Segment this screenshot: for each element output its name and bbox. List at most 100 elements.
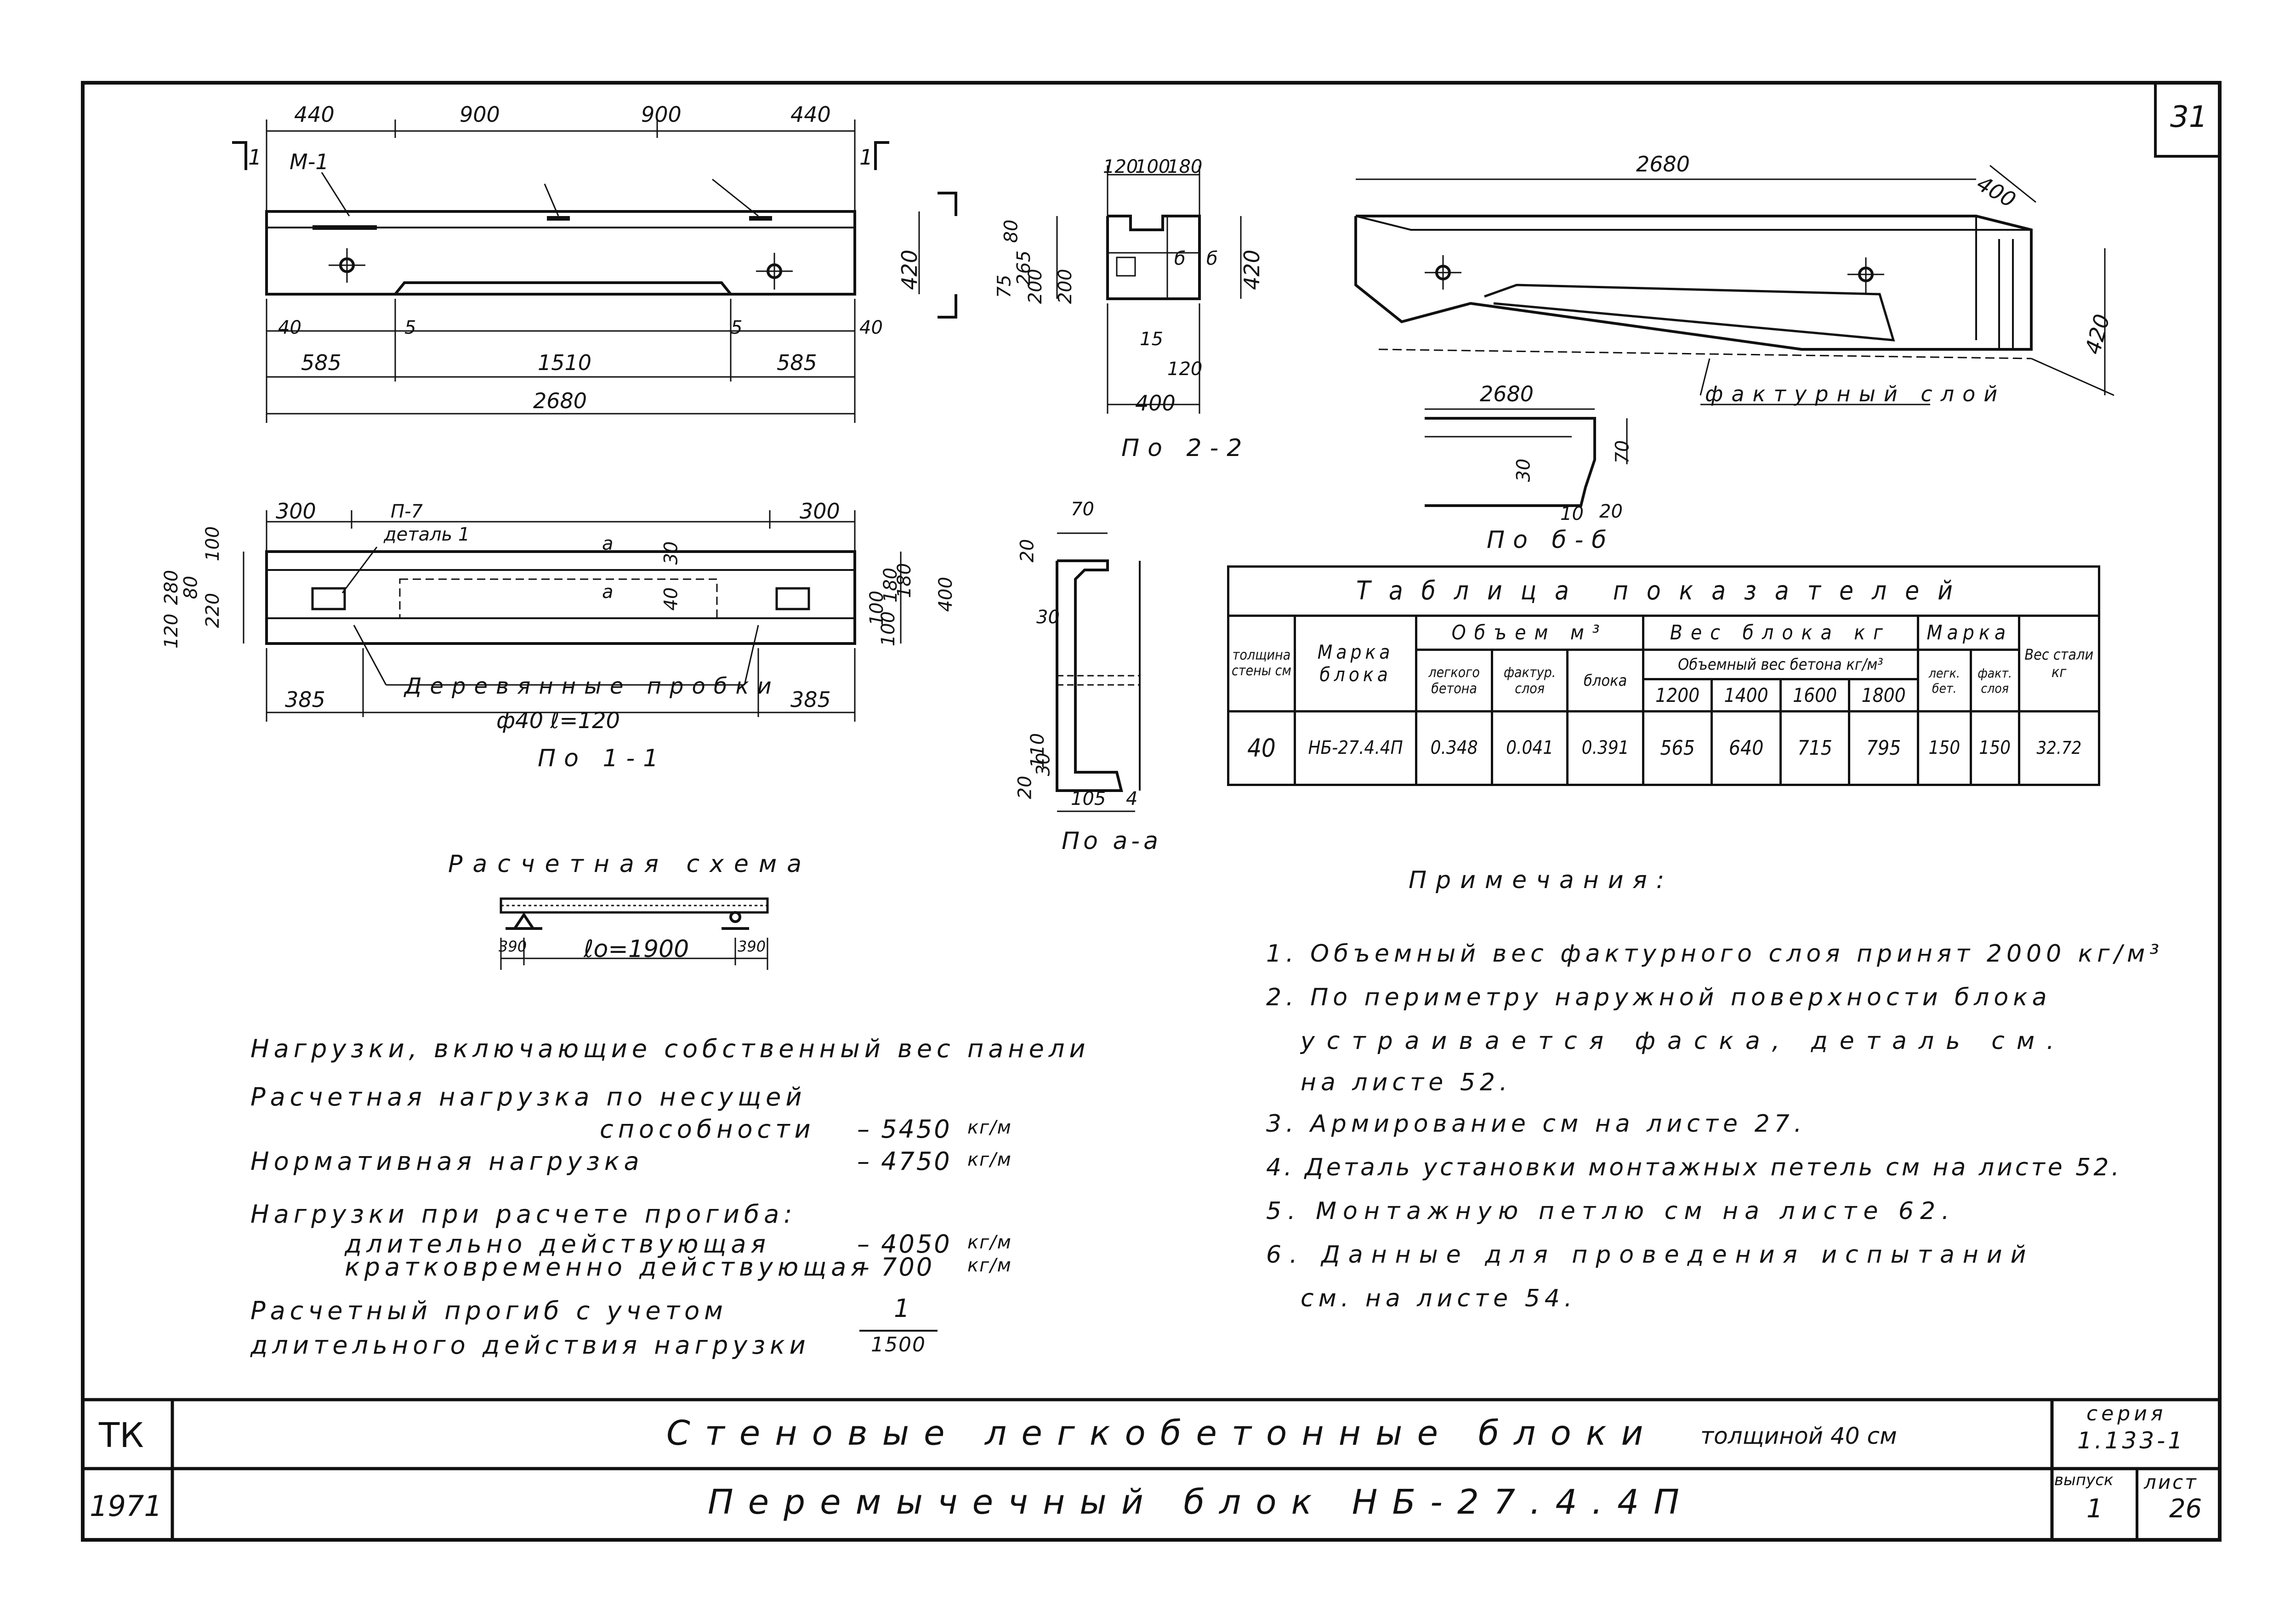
table-density-1400: 1400 — [1711, 678, 1782, 712]
table-col-weight: Вес блока кг — [1642, 614, 1919, 651]
loads-unit1: кг/м — [967, 1117, 1012, 1138]
table-cell-w1800: 795 — [1848, 710, 1919, 786]
calc-scheme-title: Расчетная схема — [448, 850, 812, 878]
title-sheet: 26 — [2169, 1494, 2202, 1524]
s11-dim-left-1: 100 — [202, 526, 224, 562]
notes-title: Примечания: — [1409, 866, 1674, 894]
s11-mark-30: 30 — [660, 541, 682, 565]
s22-dim-bottom-3: 400 — [1135, 391, 1176, 416]
s11-dim-top-2: 300 — [800, 499, 840, 524]
s11-dim-left-2: 280 — [161, 570, 182, 605]
table-cell-wall: 40 — [1227, 710, 1296, 786]
s11-dim-left-3: 80 — [180, 575, 202, 599]
calc-support-left: 390 — [499, 938, 527, 955]
note-1: 1. Объемный вес фактурного слоя принят 2… — [1266, 940, 2164, 968]
s22-label-b1: б — [1174, 248, 1186, 269]
loads-line2: Нормативная нагрузка — [250, 1147, 644, 1176]
front-section-mark-right: 1 — [859, 145, 873, 170]
table-col-grade-light: легк. бет. — [1916, 649, 1972, 712]
s22-dim-left-3: 80 — [1000, 219, 1022, 243]
loads-value1: – 5450 — [857, 1115, 952, 1144]
s11-caption: По 1-1 — [538, 745, 667, 772]
table-col-wall: толщина стены см — [1227, 614, 1296, 712]
s22-dim-top-1: 120 — [1103, 156, 1138, 177]
table-col-steel: Вес стали кг — [2018, 614, 2101, 712]
title-year: 1971 — [90, 1489, 162, 1523]
sbb-dim-30: 30 — [1513, 458, 1534, 482]
loads-line5b: длительного действия нагрузки — [250, 1331, 810, 1360]
calc-scheme-outline — [500, 897, 769, 970]
table-cell-w1600: 715 — [1779, 710, 1851, 786]
section-a-a-outline — [1056, 532, 1141, 812]
s11-dim-right-5: 180 — [880, 567, 902, 603]
s11-label-detail: деталь 1 — [384, 524, 470, 545]
table-density-1800: 1800 — [1848, 678, 1919, 712]
front-dim-bottom-1: 585 — [301, 350, 341, 375]
table-density-1600: 1600 — [1779, 678, 1851, 712]
calc-scheme-span: ℓo=1900 — [584, 935, 689, 963]
title-sheet-label: лист — [2144, 1471, 2198, 1493]
title-issue-label: выпуск — [2054, 1471, 2114, 1489]
saa-dim-20b: 20 — [1014, 775, 1036, 799]
s11-dim-bottom-2: 385 — [790, 687, 831, 712]
table-col-vol-fact: фактур. слоя — [1490, 649, 1569, 712]
table-cell-grade-fact: 150 — [1969, 710, 2020, 786]
front-dim-top-1: 440 — [294, 102, 335, 127]
sbb-dim-length: 2680 — [1480, 382, 1534, 406]
iso-dim-length: 2680 — [1636, 152, 1690, 177]
s11-mark-a2: а — [602, 581, 614, 603]
corner-number-box — [2154, 81, 2221, 158]
s11-dim-right-2: 400 — [935, 576, 957, 612]
title-suffix: толщиной 40 см — [1700, 1423, 1897, 1449]
table-cell-vol-block: 0.391 — [1566, 710, 1644, 786]
sbb-caption: По б-б — [1487, 526, 1615, 554]
note-4: 4. Деталь установки монтажных петель см … — [1266, 1154, 2122, 1181]
saa-dim-30: 30 — [1036, 607, 1060, 628]
saa-dim-30b: 30 — [1033, 752, 1054, 776]
front-dim-small-4: 40 — [859, 317, 883, 338]
front-dim-top-3: 900 — [641, 102, 682, 127]
loads-value4: – 700 — [857, 1253, 934, 1282]
table-cell-vol-fact: 0.041 — [1490, 710, 1569, 786]
section-1-1-outline — [243, 510, 902, 722]
table-cell-steel: 32.72 — [2018, 710, 2101, 786]
front-dim-bottom-3: 585 — [777, 350, 817, 375]
loads-fraction-num: 1 — [894, 1294, 915, 1323]
table-cell-vol-light: 0.348 — [1415, 710, 1493, 786]
s11-label-p7: П-7 — [391, 501, 423, 522]
table-col-grade-fact: факт. слоя — [1969, 649, 2020, 712]
table-col-vol-light: легкого бетона — [1415, 649, 1493, 712]
note-6-cont: см. на листе 54. — [1301, 1285, 1577, 1312]
loads-fraction-den: 1500 — [871, 1333, 926, 1356]
loads-line1b: способности — [600, 1115, 815, 1144]
note-2-cont1: устраивается фаска, деталь см. — [1301, 1027, 2066, 1055]
sbb-dim-70: 70 — [1612, 440, 1633, 464]
loads-line5a: Расчетный прогиб с учетом — [250, 1296, 727, 1325]
saa-dim-4: 4 — [1126, 788, 1138, 809]
loads-unit3: кг/м — [967, 1232, 1012, 1253]
s22-dim-bottom-1: 15 — [1140, 329, 1163, 350]
front-section-mark-left: 1 — [248, 145, 262, 170]
table-cell-w1400: 640 — [1711, 710, 1782, 786]
loads-line4: кратковременно действующая — [345, 1253, 870, 1282]
saa-dim-70: 70 — [1071, 499, 1094, 520]
saa-caption: По а-а — [1062, 827, 1162, 855]
s22-dim-right: 420 — [1239, 250, 1264, 290]
calc-support-right: 390 — [738, 938, 766, 955]
s11-dim-left-5: 120 — [161, 613, 182, 649]
note-5: 5. Монтажную петлю см на листе 62. — [1266, 1197, 1956, 1225]
front-view-outline — [232, 120, 957, 423]
saa-dim-105: 105 — [1071, 788, 1106, 809]
title-org: ТК — [99, 1416, 144, 1455]
title-series-label: серия — [2086, 1402, 2167, 1425]
s22-dim-bottom-2: 120 — [1167, 359, 1203, 380]
s22-dim-left-1: 75 — [994, 274, 1015, 298]
s22-dim-top-3: 180 — [1167, 156, 1203, 177]
section-b-b-outline — [1425, 408, 1628, 507]
loads-value3: – 4050 — [857, 1230, 952, 1259]
table-density-1200: 1200 — [1642, 678, 1713, 712]
s22-dim-left-4: 200 — [1025, 268, 1046, 304]
sbb-dim-20: 20 — [1599, 501, 1623, 522]
table-col-grade: Марка — [1916, 614, 2020, 651]
s22-label-b2: б — [1206, 248, 1218, 269]
